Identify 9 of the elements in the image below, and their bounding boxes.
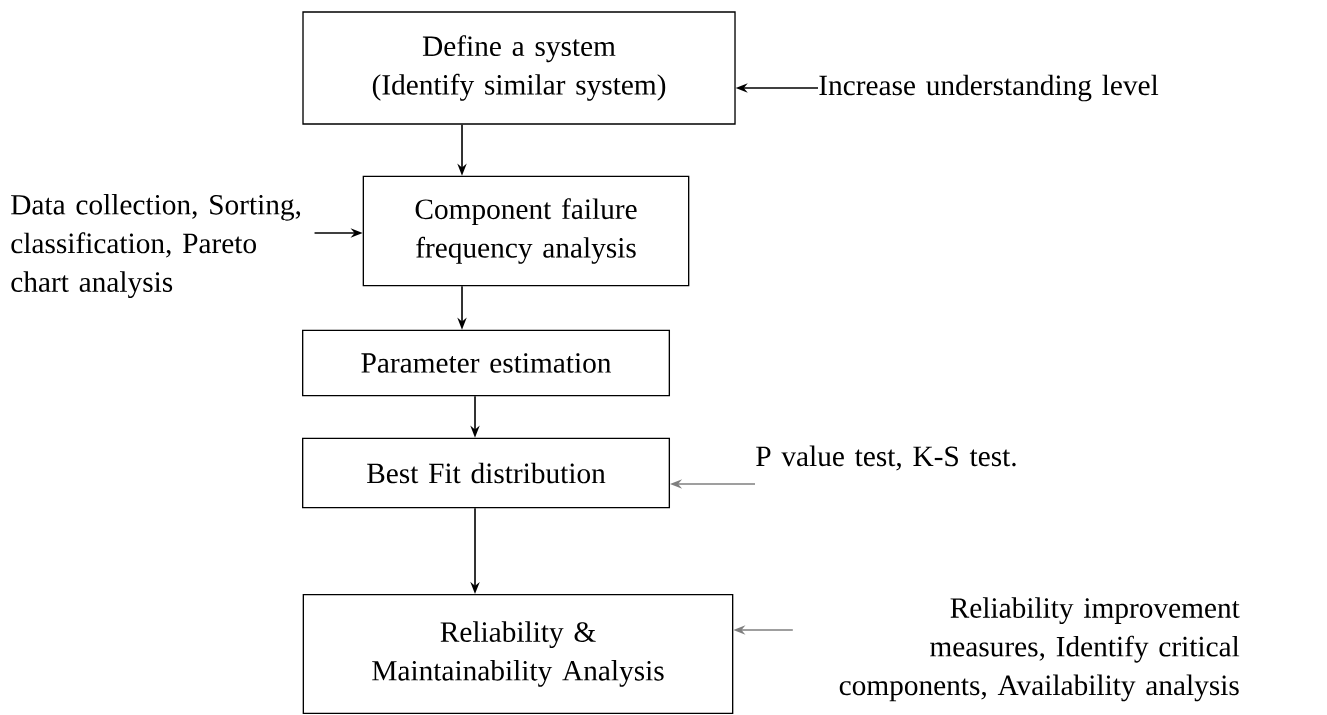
input-note: P value test, K-S test.	[756, 445, 1016, 471]
input-note: Data collection, Sorting, classification, Pareto chart analysis	[11, 194, 301, 298]
process-box: Parameter estimation	[302, 329, 670, 397]
input-note: Increase understanding level	[819, 74, 1159, 102]
process-box: Best Fit distribution	[302, 437, 670, 509]
process-box: Component failure frequency analysis	[362, 175, 690, 287]
process-box: Reliability & Maintainability Analysis	[302, 594, 734, 714]
input-note: Reliability improvement measures, Identify critical components, Availability analysis	[839, 597, 1240, 702]
process-box: Define a system (Identify similar system)	[302, 11, 736, 125]
